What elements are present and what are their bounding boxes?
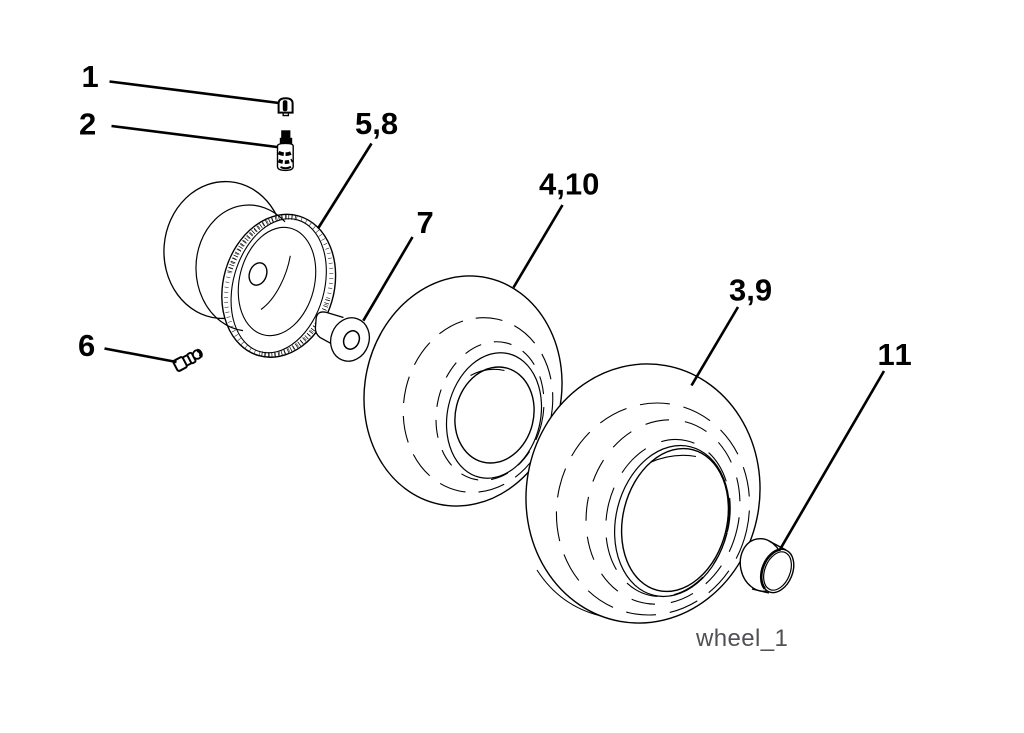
svg-text:2: 2	[79, 107, 96, 142]
svg-text:7: 7	[417, 205, 434, 240]
svg-text:4,10: 4,10	[539, 167, 599, 202]
svg-text:wheel_1: wheel_1	[695, 625, 788, 652]
svg-text:1: 1	[82, 59, 99, 94]
svg-text:6: 6	[78, 328, 95, 363]
svg-text:3,9: 3,9	[729, 273, 772, 308]
svg-text:11: 11	[878, 337, 914, 372]
svg-text:5,8: 5,8	[355, 106, 398, 141]
